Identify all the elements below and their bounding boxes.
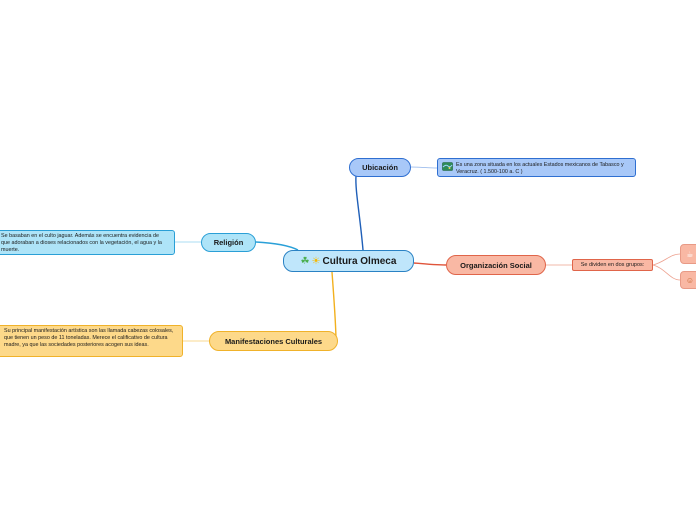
note-manifestaciones[interactable]: Su principal manifestación artística son… (0, 325, 183, 357)
central-topic-label: Cultura Olmeca (322, 255, 397, 267)
note-religion[interactable]: Se basaban en el culto jaguar. Además se… (0, 230, 175, 255)
topic-ubicacion[interactable]: Ubicación (349, 158, 411, 177)
link-center-religion (255, 241, 299, 251)
note-ubicacion-text: Es una zona situada en los actuales Esta… (456, 162, 624, 175)
subtopic-dos-grupos-label: Se dividen en dos grupos: (580, 262, 645, 268)
link-sub-leaf-2 (652, 264, 681, 281)
link-sub-leaf-1 (652, 253, 681, 266)
topic-organizacion-social[interactable]: Organización Social (446, 255, 546, 275)
cup-icon: ☕ (686, 249, 694, 259)
note-manifestaciones-text: Su principal manifestación artística son… (4, 328, 174, 348)
note-religion-text: Se basaban en el culto jaguar. Además se… (1, 233, 162, 253)
central-topic-node[interactable]: ☘ ☀ Cultura Olmeca (283, 250, 414, 272)
clover-icon: ☘ (300, 255, 310, 267)
topic-ubicacion-label: Ubicación (362, 163, 398, 172)
link-ubicacion-note (410, 166, 438, 169)
leaf-group-2[interactable]: ☺ (680, 271, 696, 289)
topic-manifestaciones-label: Manifestaciones Culturales (224, 336, 323, 346)
sun-icon: ☀ (311, 255, 321, 267)
topic-religion-label: Religión (213, 238, 244, 247)
map-icon (442, 162, 453, 171)
note-ubicacion[interactable]: Es una zona situada en los actuales Esta… (437, 158, 636, 177)
topic-manifestaciones-culturales[interactable]: Manifestaciones Culturales (209, 331, 338, 351)
link-center-manifestaciones (331, 271, 337, 342)
link-center-ubicacion (355, 175, 364, 251)
leaf-group-1[interactable]: ☕ (680, 244, 696, 264)
link-center-organizacion (413, 262, 447, 266)
topic-religion[interactable]: Religión (201, 233, 256, 252)
subtopic-dos-grupos[interactable]: Se dividen en dos grupos: (572, 259, 653, 271)
face-icon: ☺ (685, 275, 695, 285)
topic-organizacion-label: Organización Social (460, 260, 532, 270)
